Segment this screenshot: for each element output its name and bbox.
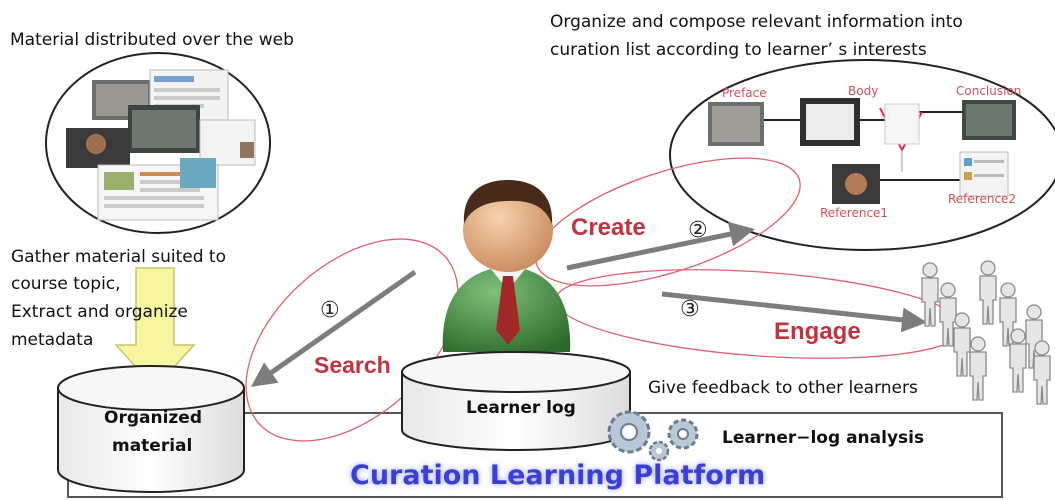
organized-material-label-line1: Organized <box>104 408 202 428</box>
engage-step-number: ③ <box>680 297 700 322</box>
gather-label-line3: Extract and organize <box>11 302 188 322</box>
body-label: Body <box>848 84 879 98</box>
preface-label: Preface <box>722 86 767 100</box>
curation-list-ellipse <box>669 59 1055 251</box>
search-label: Search <box>314 352 391 378</box>
platform-title: Curation Learning Platform <box>350 460 766 491</box>
create-label: Create <box>571 214 646 241</box>
feedback-label: Give feedback to other learners <box>648 378 918 398</box>
search-arrow <box>250 269 417 387</box>
gears-icon <box>607 410 699 462</box>
create-step-number: ② <box>688 218 708 243</box>
curation-description-line2: curation list according to learner’ s in… <box>550 40 927 60</box>
gather-label-line1: Gather material suited to <box>11 247 226 267</box>
web-material-label: Material distributed over the web <box>10 30 294 50</box>
curation-description-line1: Organize and compose relevant informatio… <box>550 12 963 32</box>
engage-ellipse <box>554 269 966 359</box>
conclusion-label: Conclusion <box>956 84 1022 98</box>
learner-log-db <box>401 351 631 451</box>
organized-material-db <box>57 365 245 493</box>
reference1-label: Reference1 <box>820 206 889 220</box>
learners-group <box>921 260 1051 405</box>
create-arrow <box>566 221 755 271</box>
gather-label-line2: course topic, <box>11 274 121 294</box>
gather-label-line4: metadata <box>11 330 94 350</box>
web-material-thumbnails <box>66 69 256 221</box>
engage-arrow <box>661 291 927 333</box>
engage-label: Engage <box>774 318 861 345</box>
learner-figure <box>442 180 571 352</box>
search-step-number: ① <box>320 298 340 323</box>
curation-list-contents <box>708 98 1016 204</box>
analysis-label: Learner−log analysis <box>722 428 925 448</box>
learner-log-label: Learner log <box>466 398 576 418</box>
reference2-label: Reference2 <box>948 192 1017 206</box>
organized-material-label-line2: material <box>112 436 193 456</box>
